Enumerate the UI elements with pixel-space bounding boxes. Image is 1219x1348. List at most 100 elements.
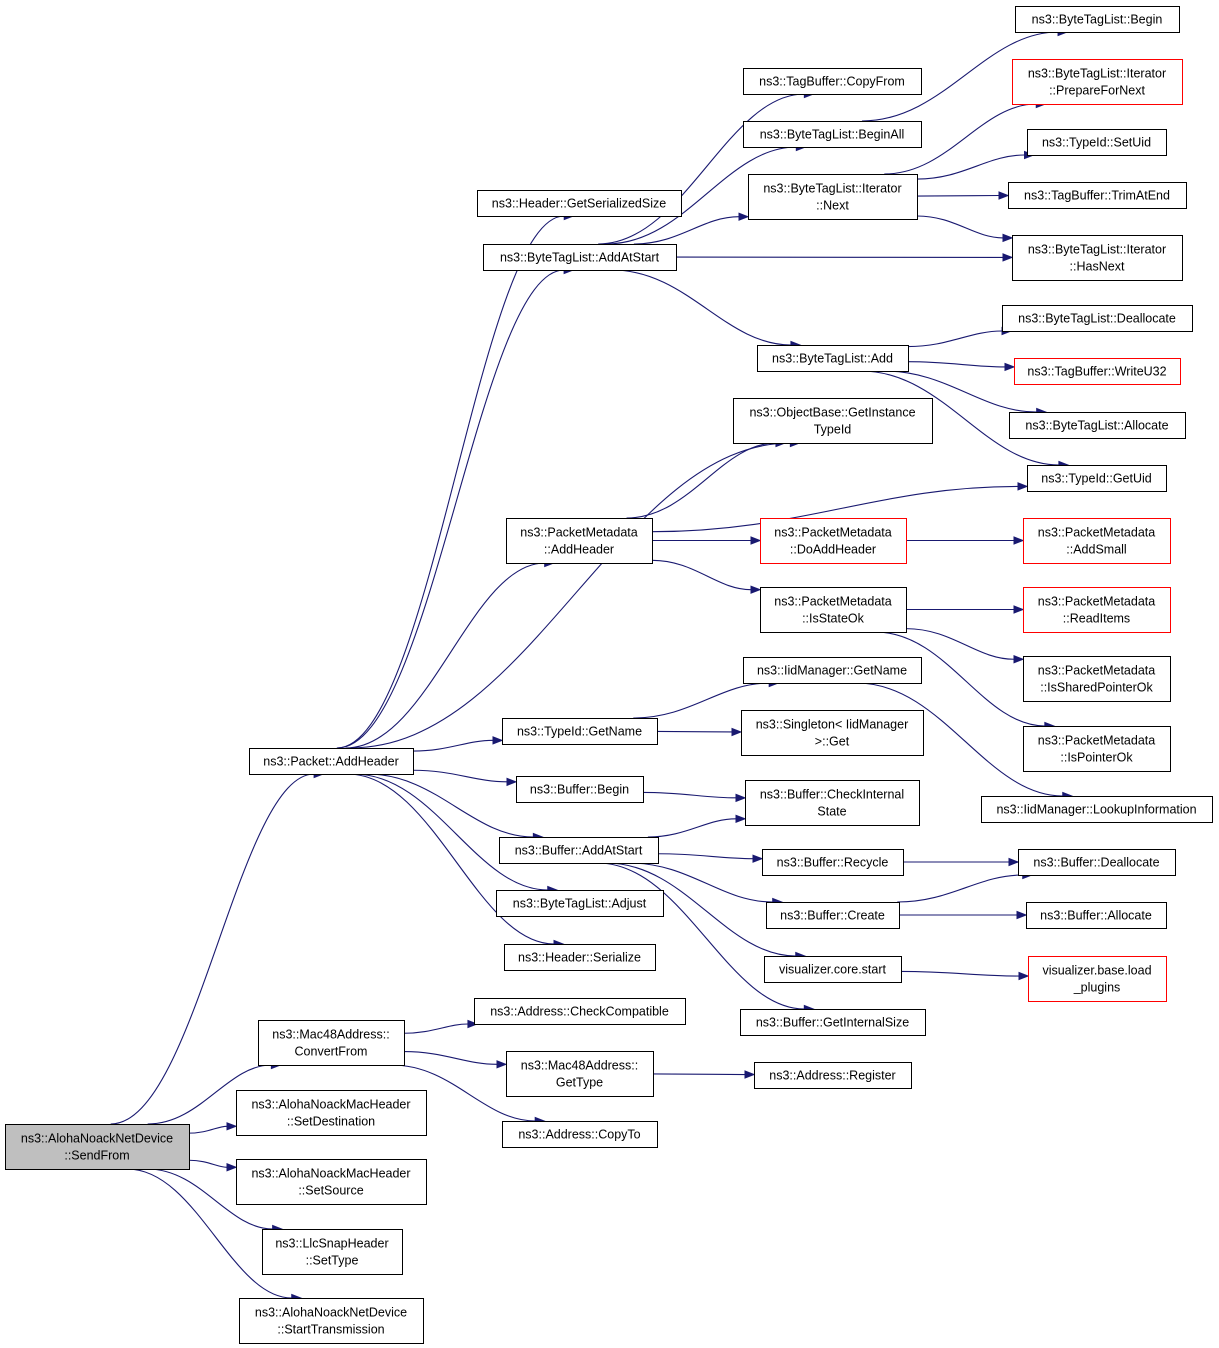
node-box	[1023, 656, 1171, 702]
node-box	[745, 780, 920, 826]
node-pm-doaddheader[interactable]: ns3::PacketMetadata::DoAddHeader	[760, 518, 907, 564]
node-label: ns3::TypeId::GetName	[517, 725, 642, 739]
node-pm-isstateok[interactable]: ns3::PacketMetadata::IsStateOk	[760, 587, 907, 633]
node-btl-begin[interactable]: ns3::ByteTagList::Begin	[1015, 6, 1180, 33]
node-pm-addsmall[interactable]: ns3::PacketMetadata::AddSmall	[1023, 518, 1171, 564]
node-aloha-setsource[interactable]: ns3::AlohaNoackMacHeader::SetSource	[236, 1159, 427, 1205]
node-box	[733, 398, 933, 444]
edge-packet-addheader-to-btl-adjust	[353, 773, 548, 891]
node-pm-addheader[interactable]: ns3::PacketMetadata::AddHeader	[506, 518, 653, 564]
node-aloha-setdest[interactable]: ns3::AlohaNoackMacHeader::SetDestination	[236, 1090, 427, 1136]
node-label: ns3::PacketMetadata	[774, 595, 891, 609]
node-label: ns3::Buffer::Create	[780, 909, 885, 923]
edge-pm-isstateok-to-pm-isptrok	[875, 631, 1045, 727]
edge-btl-iter-next-to-typeid-setuid	[916, 154, 1025, 180]
node-box	[258, 1020, 405, 1066]
node-label: ns3::TagBuffer::CopyFrom	[759, 75, 905, 89]
node-singleton-get[interactable]: ns3::Singleton< IidManager>::Get	[741, 710, 924, 756]
node-aloha-starttx[interactable]: ns3::AlohaNoackNetDevice::StartTransmiss…	[239, 1298, 424, 1344]
edge-buffer-addatstart-to-viz-core-start	[606, 862, 796, 957]
edge-viz-core-start-to-viz-base-loadplugins	[900, 970, 1020, 977]
node-buffer-create[interactable]: ns3::Buffer::Create	[766, 902, 900, 929]
node-btl-addatstart[interactable]: ns3::ByteTagList::AddAtStart	[483, 244, 677, 271]
node-addr-checkcompat[interactable]: ns3::Address::CheckCompatible	[474, 998, 686, 1025]
node-btl-add[interactable]: ns3::ByteTagList::Add	[757, 345, 909, 372]
node-typeid-setuid[interactable]: ns3::TypeId::SetUid	[1027, 129, 1167, 156]
node-label: ns3::Buffer::Recycle	[777, 856, 889, 870]
node-label: ns3::Buffer::AddAtStart	[515, 844, 643, 858]
node-tagbuffer-copyfrom[interactable]: ns3::TagBuffer::CopyFrom	[743, 68, 922, 95]
edge-btl-addatstart-to-tagbuffer-copyfrom	[598, 93, 805, 245]
node-label: ns3::TagBuffer::WriteU32	[1027, 365, 1166, 379]
node-label: ns3::AlohaNoackMacHeader	[251, 1167, 410, 1181]
edge-mac48-convertfrom-to-addr-copyto	[392, 1064, 536, 1122]
node-header-getserializedsize[interactable]: ns3::Header::GetSerializedSize	[477, 190, 682, 217]
node-mac48-gettype[interactable]: ns3::Mac48Address::GetType	[506, 1051, 654, 1097]
edge-arrowhead	[1016, 910, 1028, 920]
node-addr-copyto[interactable]: ns3::Address::CopyTo	[502, 1121, 658, 1148]
edge-root-to-llc-settype	[147, 1168, 273, 1230]
node-buffer-deallocate[interactable]: ns3::Buffer::Deallocate	[1018, 849, 1176, 876]
node-tagbuffer-trimatend[interactable]: ns3::TagBuffer::TrimAtEnd	[1008, 182, 1187, 209]
node-typeid-getuid[interactable]: ns3::TypeId::GetUid	[1027, 465, 1167, 492]
node-btl-deallocate[interactable]: ns3::ByteTagList::Deallocate	[1002, 305, 1193, 332]
edge-arrowhead	[735, 814, 747, 824]
edge-arrowhead	[1002, 253, 1014, 262]
edge-arrowhead	[731, 727, 743, 737]
edge-root-to-aloha-setsource	[188, 1159, 228, 1168]
node-buffer-getinternalsize[interactable]: ns3::Buffer::GetInternalSize	[740, 1009, 926, 1036]
edge-arrowhead	[496, 1060, 508, 1069]
node-root[interactable]: ns3::AlohaNoackNetDevice::SendFrom	[5, 1124, 190, 1170]
node-label: visualizer.core.start	[779, 963, 887, 977]
node-header-serialize[interactable]: ns3::Header::Serialize	[504, 944, 656, 971]
node-iid-lookupinfo[interactable]: ns3::IidManager::LookupInformation	[981, 796, 1213, 823]
node-label: ns3::TypeId::SetUid	[1042, 136, 1151, 150]
node-btl-iter-hasnext[interactable]: ns3::ByteTagList::Iterator::HasNext	[1012, 235, 1183, 281]
node-btl-iter-next[interactable]: ns3::ByteTagList::Iterator::Next	[748, 174, 918, 220]
node-label: TypeId	[814, 423, 852, 437]
node-box	[766, 902, 900, 929]
node-btl-adjust[interactable]: ns3::ByteTagList::Adjust	[496, 890, 664, 917]
node-buffer-addatstart[interactable]: ns3::Buffer::AddAtStart	[499, 837, 659, 864]
node-box	[1012, 235, 1183, 281]
node-addr-register[interactable]: ns3::Address::Register	[754, 1062, 912, 1089]
node-box	[1026, 902, 1167, 929]
node-box	[5, 1124, 190, 1170]
node-label: ns3::PacketMetadata	[520, 526, 637, 540]
edges-layer	[110, 27, 1074, 1303]
node-buffer-recycle[interactable]: ns3::Buffer::Recycle	[762, 849, 904, 876]
node-pm-issharedptrok[interactable]: ns3::PacketMetadata::IsSharedPointerOk	[1023, 656, 1171, 702]
node-label: ns3::ByteTagList::AddAtStart	[500, 251, 660, 265]
node-label: ns3::Mac48Address::	[521, 1059, 638, 1073]
node-label: ns3::PacketMetadata	[1038, 595, 1155, 609]
node-viz-base-loadplugins[interactable]: visualizer.base.load_plugins	[1028, 956, 1167, 1002]
node-btl-iter-prepare[interactable]: ns3::ByteTagList::Iterator::PrepareForNe…	[1012, 59, 1183, 105]
edge-pm-isstateok-to-pm-issharedptrok	[905, 628, 1015, 660]
edge-iid-getname-to-iid-lookupinfo	[856, 682, 1063, 797]
node-llc-settype[interactable]: ns3::LlcSnapHeader::SetType	[262, 1229, 403, 1275]
node-buffer-allocate[interactable]: ns3::Buffer::Allocate	[1026, 902, 1167, 929]
edge-root-to-aloha-starttx	[127, 1168, 292, 1299]
node-typeid-getname[interactable]: ns3::TypeId::GetName	[502, 718, 658, 745]
node-pm-readitems[interactable]: ns3::PacketMetadata::ReadItems	[1023, 587, 1171, 633]
node-packet-addheader[interactable]: ns3::Packet::AddHeader	[249, 748, 414, 775]
node-btl-beginall[interactable]: ns3::ByteTagList::BeginAll	[743, 121, 922, 148]
node-iid-getname[interactable]: ns3::IidManager::GetName	[743, 657, 922, 684]
node-label: _plugins	[1073, 981, 1121, 995]
edge-arrowhead	[744, 1070, 756, 1079]
node-mac48-convertfrom[interactable]: ns3::Mac48Address::ConvertFrom	[258, 1020, 405, 1066]
node-btl-allocate[interactable]: ns3::ByteTagList::Allocate	[1009, 412, 1186, 439]
edge-arrowhead	[1004, 362, 1016, 372]
node-label: ns3::ByteTagList::Iterator	[1028, 67, 1166, 81]
edge-root-to-packet-addheader	[110, 773, 315, 1125]
node-label: ns3::ByteTagList::Allocate	[1025, 419, 1168, 433]
node-label: ns3::IidManager::LookupInformation	[996, 803, 1196, 817]
node-buffer-begin[interactable]: ns3::Buffer::Begin	[516, 776, 644, 803]
node-viz-core-start[interactable]: visualizer.core.start	[764, 956, 902, 983]
node-label: ns3::PacketMetadata	[1038, 664, 1155, 678]
node-box	[764, 956, 902, 983]
node-tagbuffer-writeu32[interactable]: ns3::TagBuffer::WriteU32	[1014, 358, 1181, 385]
node-pm-isptrok[interactable]: ns3::PacketMetadata::IsPointerOk	[1023, 726, 1171, 772]
